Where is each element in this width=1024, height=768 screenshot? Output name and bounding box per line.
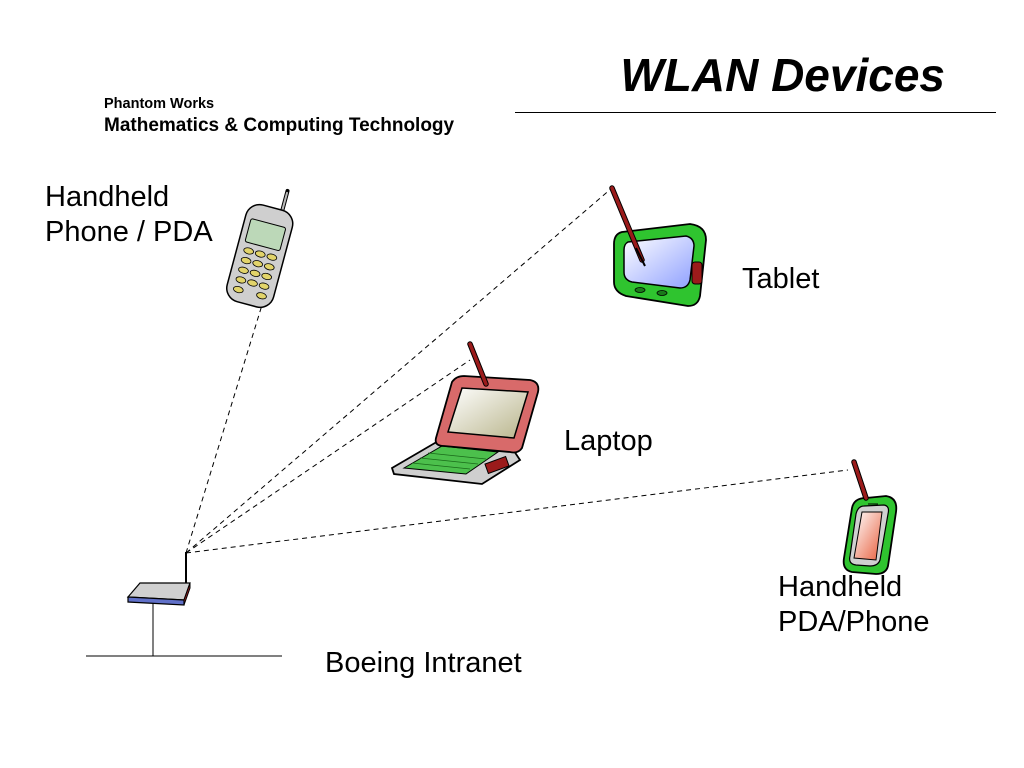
label-tablet: Tablet <box>742 262 819 297</box>
wireless-router-icon <box>126 552 191 606</box>
link-tablet <box>185 187 613 554</box>
label-handheld-pda: Handheld PDA/Phone <box>778 570 930 640</box>
title-underline <box>515 112 996 113</box>
label-line: Handheld <box>45 181 170 213</box>
label-line: PDA/Phone <box>778 606 930 638</box>
wireless-links <box>185 187 849 554</box>
org-name: Phantom Works <box>104 96 215 112</box>
org-department: Mathematics & Computing Technology <box>104 115 455 136</box>
label-laptop: Laptop <box>564 424 653 459</box>
link-handheld-pda <box>185 469 849 554</box>
tablet-icon <box>609 185 707 307</box>
label-line: Handheld <box>778 571 903 603</box>
label-line: Phone / PDA <box>45 216 213 248</box>
label-line: Tablet <box>742 263 820 295</box>
label-boeing-intranet: Boeing Intranet <box>325 647 522 679</box>
cell-phone-icon <box>226 188 294 309</box>
intranet-wiring <box>86 602 282 657</box>
label-line: Laptop <box>564 425 653 457</box>
label-handheld-phone: Handheld Phone / PDA <box>45 180 213 250</box>
link-laptop <box>185 359 471 554</box>
pda-icon <box>842 459 898 575</box>
slide-title: WLAN Devices <box>620 49 945 101</box>
link-handheld-phone <box>185 304 263 554</box>
laptop-icon <box>390 341 540 485</box>
